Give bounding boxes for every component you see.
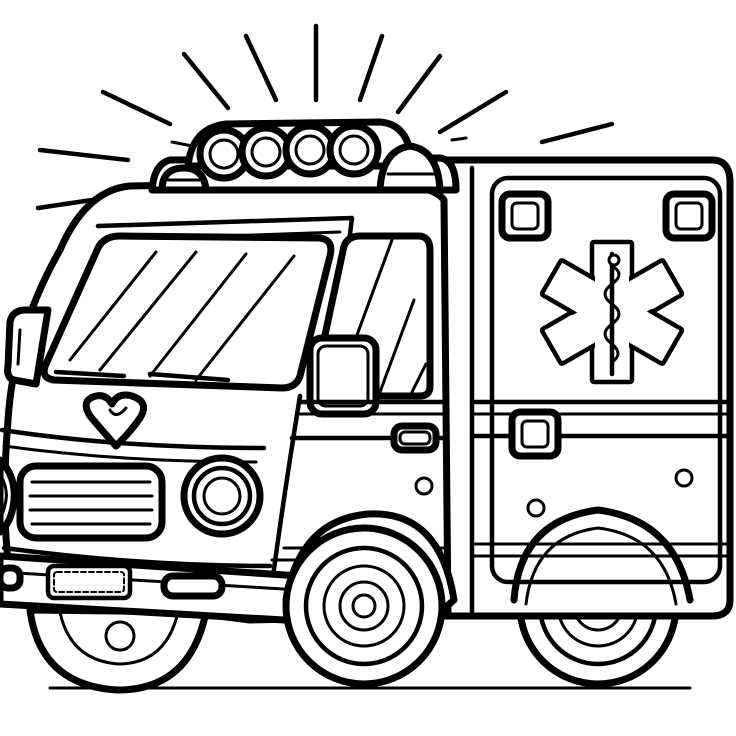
left-front-wheel [26, 606, 210, 694]
rod-of-asclepius-icon [603, 251, 621, 377]
grille [16, 462, 166, 542]
front-wheel [282, 510, 458, 688]
headlight-right-icon [180, 454, 264, 538]
license-plate [45, 563, 133, 601]
siren-rays [35, 23, 615, 211]
beacon-right-icon [376, 142, 444, 194]
marker-light-icon [662, 190, 716, 242]
windshield [40, 232, 335, 392]
side-mirror-left [4, 306, 52, 388]
star-of-life-icon [539, 239, 685, 385]
rear-wheel-arch [510, 506, 694, 606]
rear-door-panel [489, 175, 723, 585]
marker-light-icon [508, 408, 562, 460]
siren-light-icon [196, 126, 252, 182]
heart-emblem-icon [82, 391, 148, 450]
front-face [0, 391, 273, 569]
roof-light-bar [148, 118, 460, 194]
rear-box [426, 156, 734, 620]
siren-light-icon [326, 122, 382, 178]
fog-light-icon [0, 564, 24, 592]
headlight-left-icon [0, 456, 18, 536]
marker-light-icon [498, 190, 552, 242]
fog-light-icon [160, 572, 226, 600]
